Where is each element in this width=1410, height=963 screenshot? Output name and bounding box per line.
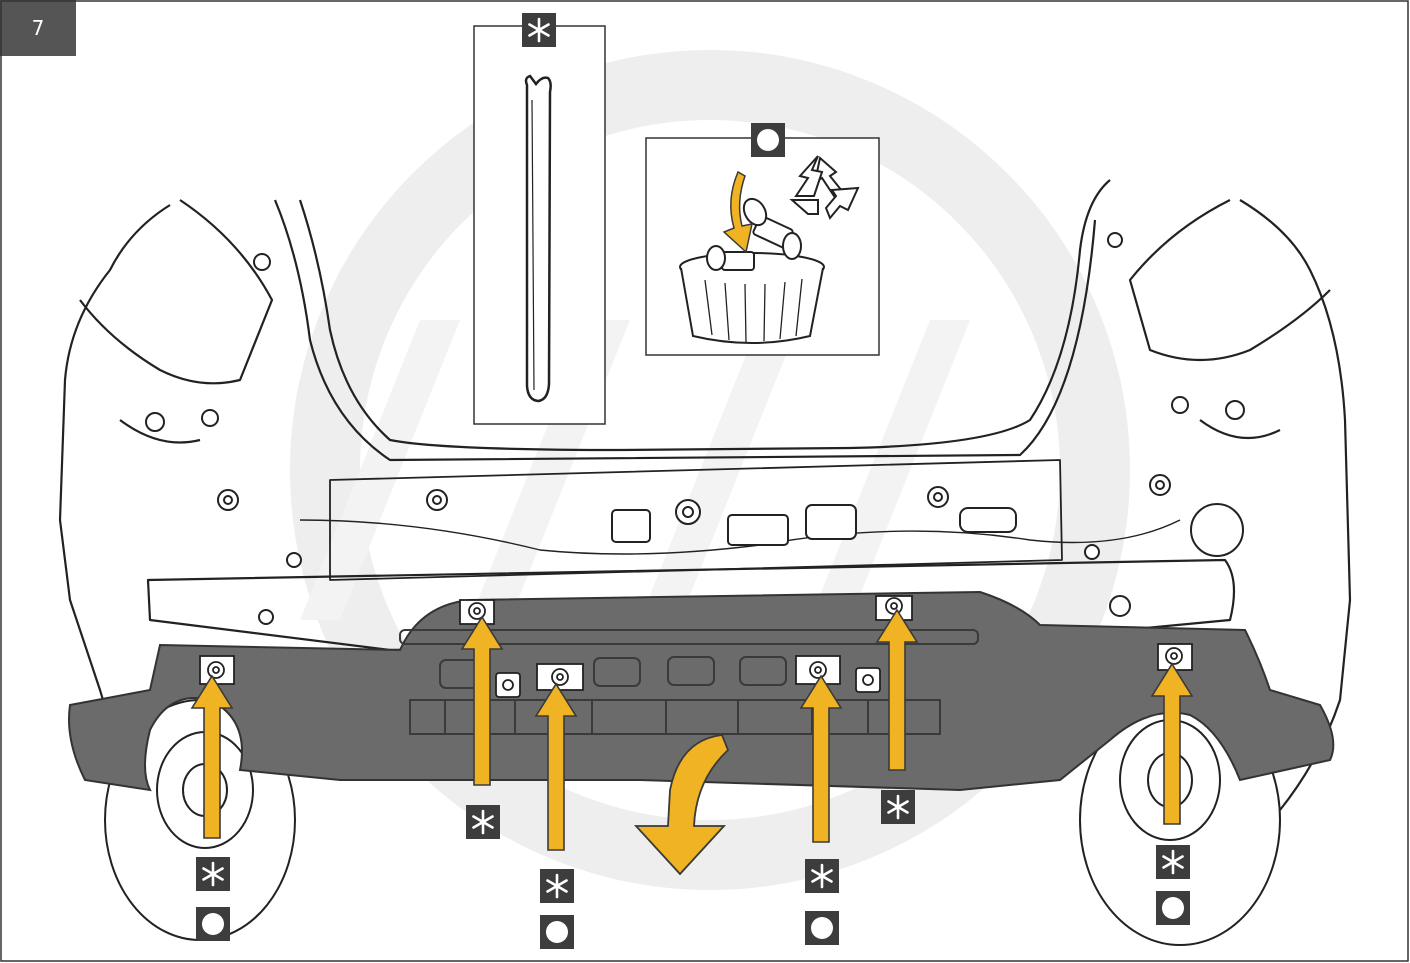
trim-removal-tool-icon (524, 74, 552, 403)
arrow-left-inner (460, 615, 504, 786)
marker-center-left-circle (540, 915, 574, 949)
arrow-right-outer (1150, 662, 1194, 825)
marker-center-right-star (803, 857, 841, 895)
rear-underbody-panel (68, 590, 1335, 792)
marker-center-right-circle (805, 911, 839, 945)
arrow-center-left (534, 682, 578, 851)
removal-direction-arrow (633, 734, 730, 876)
marker-left-inner-star (464, 803, 502, 841)
arrow-center-right (799, 674, 843, 843)
recycle-icon (789, 155, 860, 220)
arrow-right-inner (875, 608, 919, 771)
disposal-arrow (722, 170, 753, 254)
marker-right-outer-star (1154, 843, 1192, 881)
marker-center-left-star (538, 867, 576, 905)
tool-panel (473, 11, 606, 425)
marker-left-outer-star (194, 855, 232, 893)
disposal-panel-circle-marker (751, 123, 785, 157)
watermark-logo (290, 50, 1130, 890)
body-fasteners (145, 232, 1245, 625)
push-clip-icon (706, 197, 802, 271)
arrow-left-outer (190, 674, 234, 839)
step-number-badge: 7 (0, 0, 76, 56)
disposal-panel (645, 123, 880, 356)
fastener-arrows (190, 608, 1194, 851)
tool-panel-star-marker (520, 11, 558, 49)
marker-right-inner-star (879, 788, 917, 826)
marker-left-outer-circle (196, 907, 230, 941)
marker-right-outer-circle (1156, 891, 1190, 925)
